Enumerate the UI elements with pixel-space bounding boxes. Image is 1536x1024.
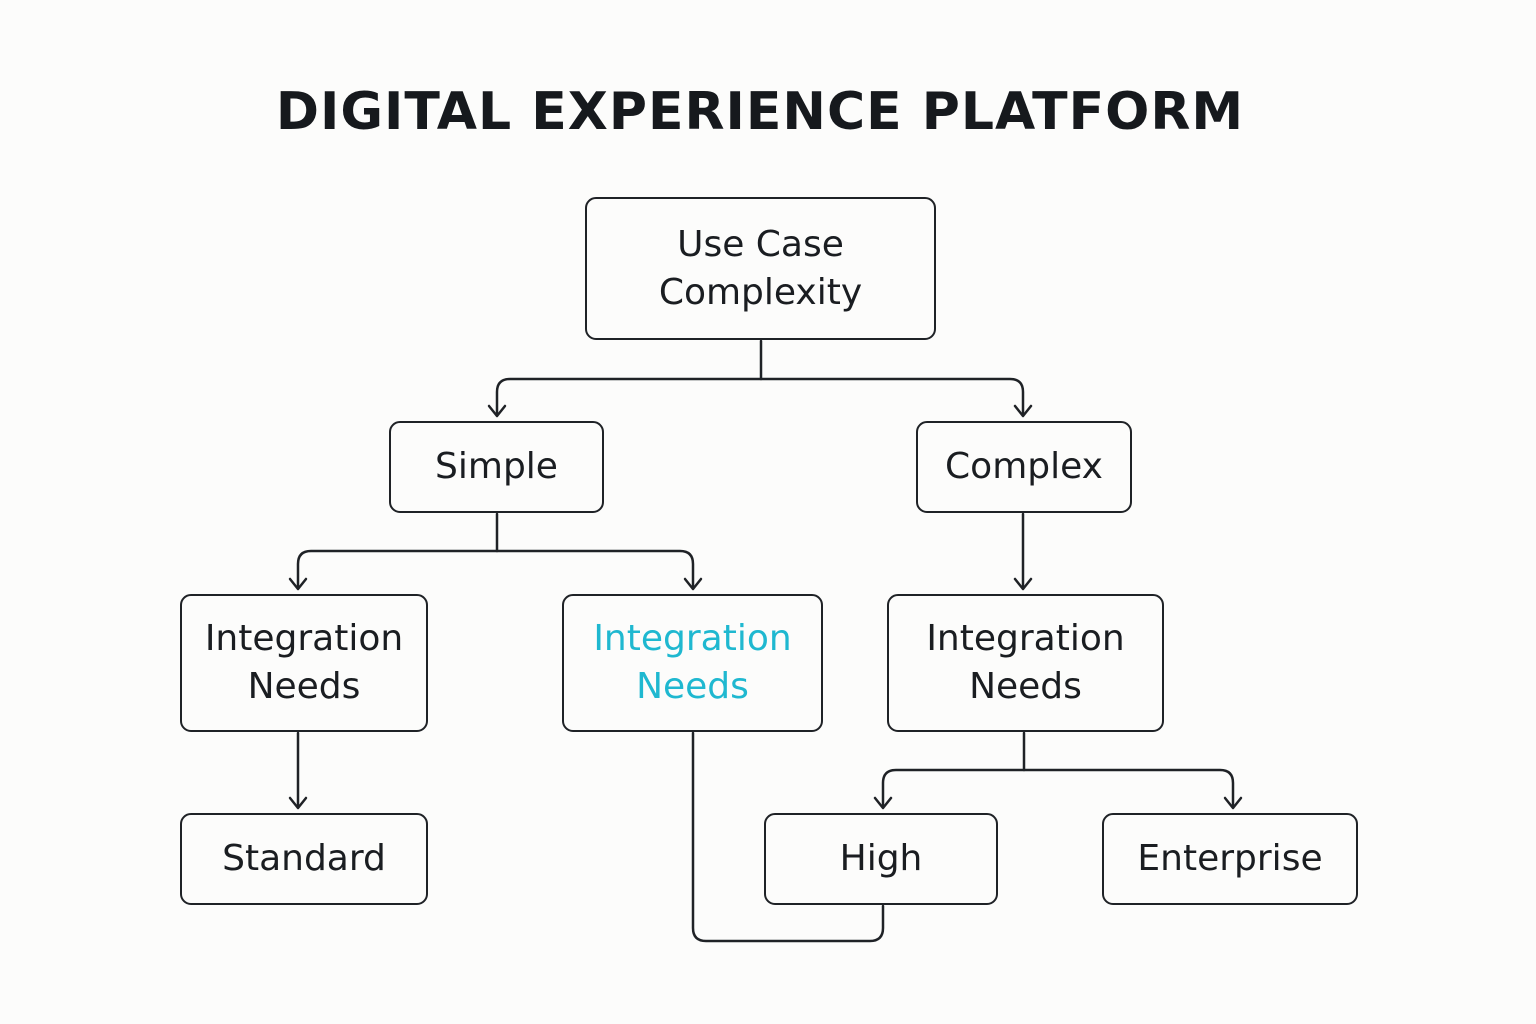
node-label: Integration Needs [593, 618, 792, 707]
node-label: Integration Needs [204, 618, 404, 707]
page-title: DIGITAL EXPERIENCE PLATFORM [275, 82, 1245, 142]
edge-integration-2-high [691, 731, 885, 943]
arrowhead-integration-3 [1013, 577, 1033, 591]
edge-integration-3-enterprise [1022, 768, 1235, 809]
edge-integration-3-high [881, 731, 1026, 809]
edge-simple-integration-1 [296, 512, 499, 590]
node-label: Complex [945, 446, 1103, 487]
node-label: Standard [222, 838, 386, 879]
node-use-case-complexity: Use Case Complexity [585, 197, 936, 340]
node-label: Enterprise [1137, 838, 1323, 879]
edge-root-simple [495, 339, 763, 417]
node-enterprise: Enterprise [1102, 813, 1358, 905]
node-simple: Simple [389, 421, 604, 513]
arrowhead-integration-2 [683, 577, 703, 591]
arrowhead-standard [288, 796, 308, 810]
node-complex: Complex [916, 421, 1132, 513]
arrowhead-complex [1013, 404, 1033, 418]
arrowhead-simple [487, 404, 507, 418]
arrowhead-integration-1 [288, 577, 308, 591]
arrowhead-enterprise [1223, 796, 1243, 810]
node-integration-needs-2: Integration Needs [562, 594, 823, 732]
edge-simple-integration-2 [495, 549, 695, 590]
node-label: Simple [435, 446, 558, 487]
node-standard: Standard [180, 813, 428, 905]
node-label: High [839, 838, 923, 879]
edge-root-complex [759, 377, 1025, 417]
node-integration-needs-3: Integration Needs [887, 594, 1164, 732]
node-label: Integration Needs [926, 618, 1125, 707]
node-label: Use Case Complexity [658, 223, 863, 313]
node-high: High [764, 813, 998, 905]
node-integration-needs-1: Integration Needs [180, 594, 428, 732]
arrowhead-high [873, 796, 893, 810]
